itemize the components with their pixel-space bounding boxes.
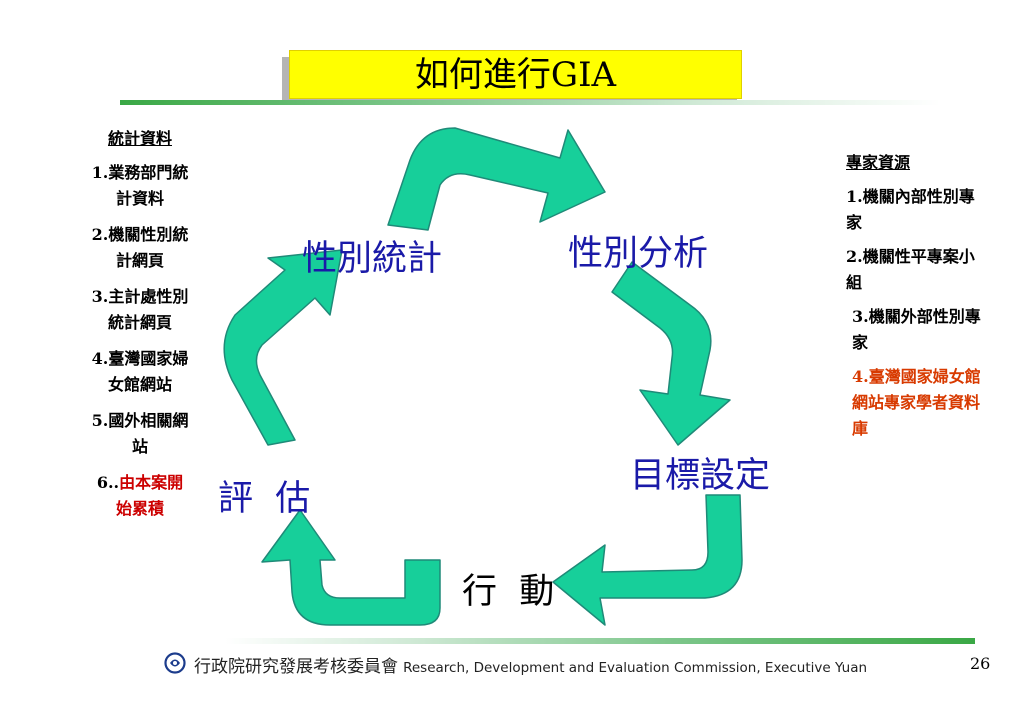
arrow-evaluate-to-stats [223,249,343,446]
list-item: 3.主計處性別統計網頁 [91,287,189,332]
rdec-logo-icon [164,652,186,674]
right-panel-heading: 專家資源 [846,153,911,172]
cycle-label-action: 行 動 [462,572,555,612]
list-item: 1.機關內部性別專家 [846,187,975,232]
list-item: 1.業務部門統計資料 [91,163,189,208]
right-panel: 專家資源 1.機關內部性別專家 2.機關性平專案小組 3.機關外部性別專家 4.… [846,150,991,442]
list-item: 6..由本案開始累積 [96,473,184,518]
cycle-label-evaluate: 評 估 [218,479,311,519]
title-underline [120,100,940,105]
arrow-analysis-to-goal [611,261,731,446]
arrow-action-to-evaluate [261,509,441,626]
list-item: 4.臺灣國家婦女館網站專家學者資料庫 [852,367,981,438]
footer-org-zh: 行政院研究發展考核委員會 [194,657,398,677]
footer-divider [225,638,975,644]
cycle-label-analysis: 性別分析 [568,234,709,274]
left-panel: 統計資料 1.業務部門統計資料 2.機關性別統計網頁 3.主計處性別統計網頁 4… [70,126,210,522]
cycle-label-goal: 目標設定 [630,456,771,496]
arrow-goal-to-action [552,494,743,626]
page-title: 如何進行GIA [289,50,742,99]
arrow-stats-to-analysis [387,127,606,231]
list-item: 4.臺灣國家婦女館網站 [91,349,189,394]
list-item: 3.機關外部性別專家 [852,307,981,352]
list-item: 5.國外相關網站 [91,411,189,456]
cycle-label-stats: 性別統計 [302,239,443,279]
left-panel-heading: 統計資料 [107,129,172,148]
footer-org: 行政院研究發展考核委員會 Research, Development and E… [194,652,867,677]
list-item: 2.機關性別統計網頁 [91,225,189,270]
footer-org-en: Research, Development and Evaluation Com… [403,660,868,676]
list-item: 2.機關性平專案小組 [846,247,975,292]
page-number: 26 [970,654,991,673]
